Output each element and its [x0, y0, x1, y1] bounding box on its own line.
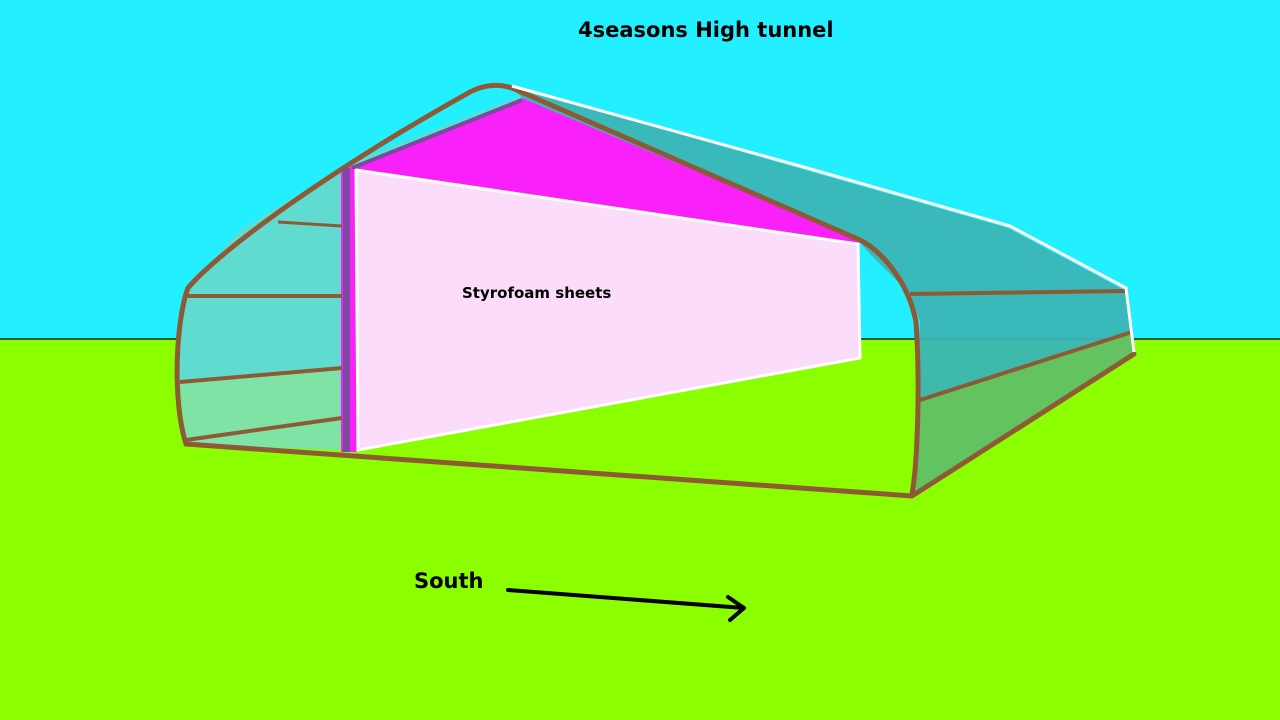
south-arrow — [506, 588, 746, 622]
front-purlin-low — [179, 366, 343, 384]
side-purlin-low — [919, 330, 1133, 402]
base-rail — [183, 351, 1137, 499]
side-purlin-top — [909, 289, 1129, 296]
front-arch-frame — [174, 82, 515, 447]
roof-highlight — [511, 84, 1136, 353]
side-wall-lower — [912, 332, 1134, 494]
styrofoam-sheet — [354, 168, 862, 452]
ridge-edge — [351, 98, 523, 170]
front-purlin-top — [277, 220, 343, 228]
gable-end-panel-lower — [348, 98, 860, 246]
front-glazing-lower — [180, 366, 340, 450]
front-glazing — [178, 96, 520, 450]
styrofoam-label: Styrofoam sheets — [462, 284, 612, 302]
center-post — [343, 168, 350, 452]
south-label: South — [414, 569, 484, 593]
back-arch-frame — [509, 85, 921, 497]
diagram-title: 4seasons High tunnel — [578, 18, 834, 42]
front-purlin-base — [185, 416, 343, 442]
